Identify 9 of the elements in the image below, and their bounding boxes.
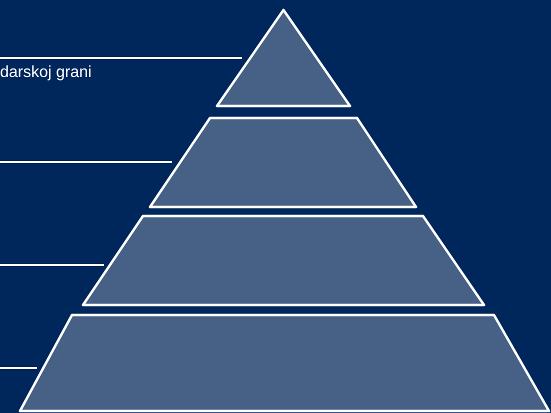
leader-line bbox=[0, 161, 172, 163]
leader-line bbox=[0, 367, 37, 369]
leader-line bbox=[0, 264, 104, 266]
pyramid-tier bbox=[81, 214, 486, 307]
pyramid-tier bbox=[214, 8, 353, 108]
leader-line bbox=[0, 57, 242, 59]
pyramid-tier bbox=[18, 313, 551, 413]
pyramid-tier bbox=[148, 116, 418, 209]
label-text: darskoj grani bbox=[0, 64, 92, 82]
